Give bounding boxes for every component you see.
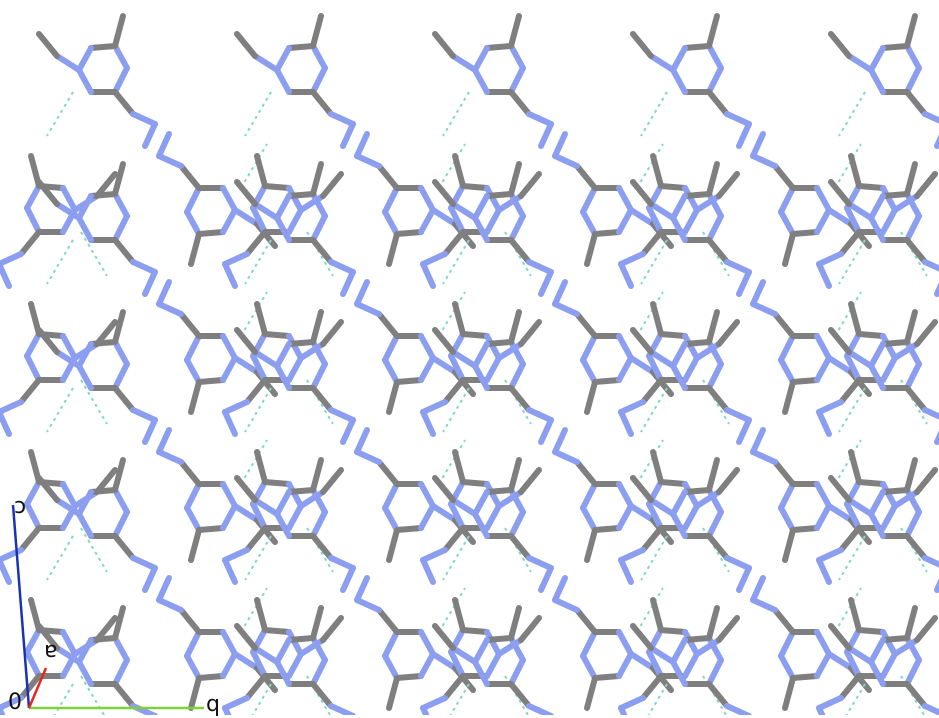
a-axis-label: a (44, 639, 58, 664)
a-axis-line (27, 667, 48, 709)
b-axis-label: b (206, 693, 220, 718)
molecule-a-1 (237, 16, 353, 146)
c-axis-line (11, 504, 31, 709)
molecule-a-2 (435, 16, 551, 146)
molecule-a-3 (633, 16, 749, 146)
molecule-a-0 (39, 16, 155, 146)
axis-triad (11, 504, 204, 710)
molecule-a-24 (831, 608, 939, 715)
c-axis-label: c (14, 495, 27, 520)
molecule-layer (0, 16, 939, 715)
molecule-a-4 (831, 16, 939, 146)
origin-label: 0 (8, 690, 22, 715)
